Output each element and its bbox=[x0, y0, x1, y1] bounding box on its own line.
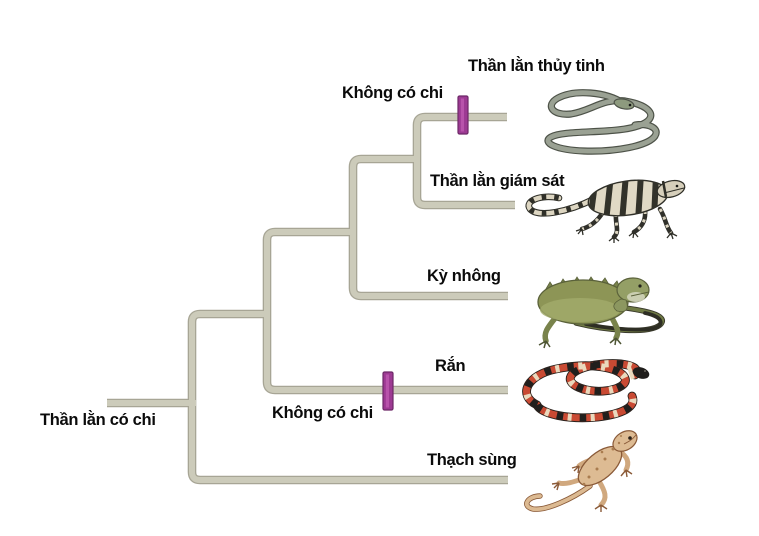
taxon-label-glass-lizard: Thần lằn thủy tinh bbox=[468, 57, 605, 75]
trait-label-lower: Không có chi bbox=[272, 404, 373, 422]
branch-clade2-outline bbox=[267, 232, 508, 390]
monitor-head-band bbox=[661, 180, 668, 198]
trait-tick-lower-highlight bbox=[385, 374, 389, 408]
gecko-spots bbox=[582, 435, 622, 486]
gecko-illustration bbox=[527, 430, 638, 512]
iguana-dewlap bbox=[613, 298, 628, 312]
glass-lizard-eye bbox=[628, 103, 632, 107]
monitor-eye bbox=[675, 184, 679, 188]
gecko-eye bbox=[628, 436, 632, 440]
iguana-mouth bbox=[630, 291, 650, 297]
iguana-eye bbox=[638, 284, 642, 288]
coral-snake-eye bbox=[644, 370, 646, 372]
branch-clade2 bbox=[267, 232, 508, 390]
trait-tick-lower bbox=[382, 371, 394, 411]
trait-tick-upper-highlight bbox=[460, 98, 464, 132]
monitor-toes bbox=[575, 228, 678, 243]
glass-lizard-head bbox=[613, 98, 635, 110]
iguana-toes bbox=[538, 337, 622, 349]
gecko-mouth bbox=[623, 434, 637, 445]
taxon-label-snake: Rắn bbox=[435, 357, 466, 375]
monitor-mouth bbox=[663, 187, 685, 194]
iguana-tail-tip bbox=[584, 311, 663, 332]
coral-snake-neck-band bbox=[627, 366, 635, 380]
gecko-toes bbox=[551, 465, 633, 512]
taxon-label-gecko: Thạch sùng bbox=[427, 451, 517, 469]
iguana-jaw-patch bbox=[627, 292, 645, 302]
iguana-illustration bbox=[537, 276, 663, 349]
coral-snake-illustration bbox=[527, 364, 650, 418]
trait-tick-upper bbox=[457, 95, 469, 135]
glass-lizard-illustration bbox=[548, 93, 656, 151]
iguana-belly bbox=[540, 298, 620, 322]
taxon-label-iguana: Kỳ nhông bbox=[427, 267, 501, 285]
taxon-label-monitor-lizard: Thần lằn giám sát bbox=[430, 172, 565, 190]
trait-label-upper: Không có chi bbox=[342, 84, 443, 102]
root-taxon-label: Thần lằn có chi bbox=[40, 411, 156, 429]
